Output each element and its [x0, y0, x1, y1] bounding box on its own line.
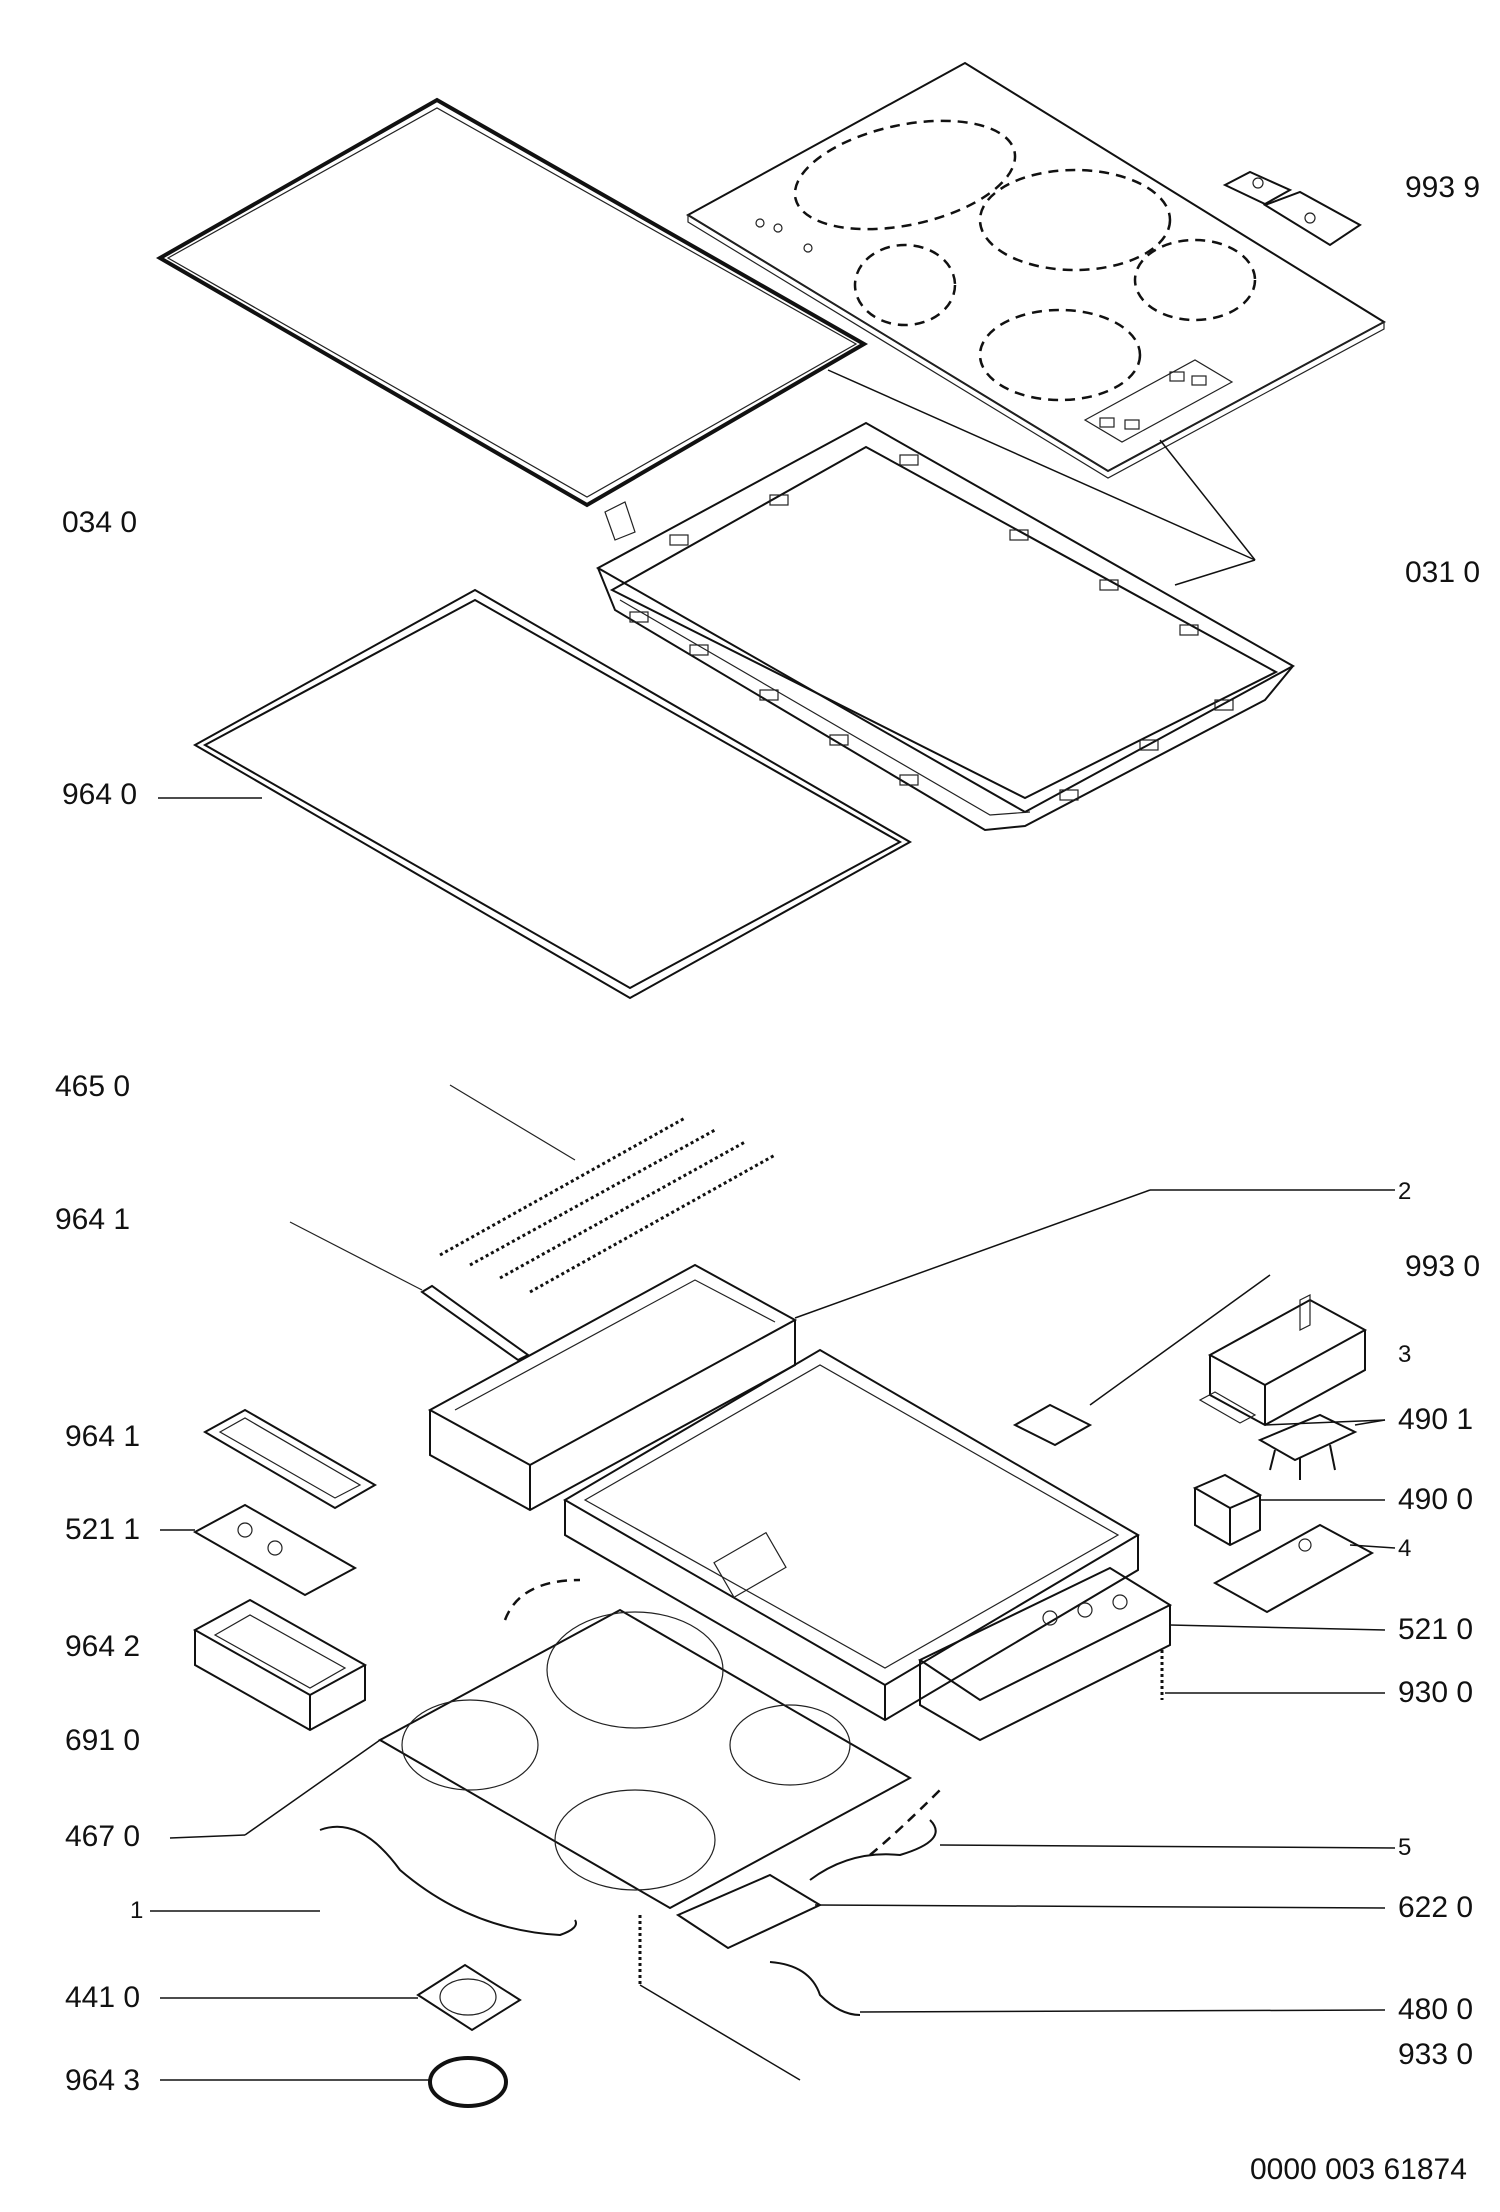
label-4: 4	[1398, 1535, 1412, 1562]
label-964-1-strip: 964 1	[55, 1203, 131, 1236]
label-2: 2	[1398, 1178, 1412, 1205]
label-031-0: 031 0	[1405, 556, 1481, 589]
label-480-0: 480 0	[1398, 1993, 1474, 2026]
drawing-number: 0000 003 61874	[1250, 2153, 1467, 2186]
seal-small-964-1	[202, 1408, 378, 1510]
label-490-1: 490 1	[1398, 1403, 1474, 1436]
frame-031-0	[595, 369, 1296, 832]
housing-964-2	[192, 1598, 368, 1732]
label-993-0: 993 0	[1405, 1250, 1481, 1283]
label-964-2: 964 2	[65, 1630, 141, 1663]
label-5: 5	[1398, 1834, 1412, 1861]
heater-plate-467-0	[169, 1578, 941, 1910]
strip-seal	[289, 1221, 530, 1362]
label-1: 1	[130, 1897, 144, 1924]
plate-4	[1212, 1523, 1396, 1614]
label-3: 3	[1398, 1341, 1412, 1368]
board-622-0	[675, 1873, 1386, 1950]
label-521-0: 521 0	[1398, 1613, 1474, 1646]
cable-1	[150, 1825, 577, 1937]
gasket-034-0	[155, 97, 869, 541]
plate-521-1	[160, 1503, 358, 1597]
label-993-9: 993 9	[1405, 171, 1481, 204]
label-467-0: 467 0	[65, 1820, 141, 1853]
label-930-0: 930 0	[1398, 1676, 1474, 1709]
cable-480-0	[769, 1961, 1386, 2016]
cable-5	[809, 1819, 1396, 1881]
spring-930-0	[1160, 1650, 1385, 1700]
tray-box	[427, 1189, 1151, 1512]
relay-490-0	[1192, 1473, 1385, 1547]
label-964-1-small: 964 1	[65, 1420, 141, 1453]
hinge-part	[1222, 170, 1362, 247]
fan-441-0	[160, 1963, 522, 2032]
label-465-0: 465 0	[55, 1070, 131, 1103]
label-622-0: 622 0	[1398, 1891, 1474, 1924]
bracket-993-0	[1012, 1274, 1271, 1447]
label-691-0: 691 0	[65, 1724, 141, 1757]
label-490-0: 490 0	[1398, 1483, 1474, 1516]
label-964-0: 964 0	[62, 778, 138, 811]
label-521-1: 521 1	[65, 1513, 141, 1546]
base-tray	[563, 1348, 1140, 1722]
label-933-0: 933 0	[1398, 2038, 1474, 2071]
label-441-0: 441 0	[65, 1981, 141, 2014]
housing-3	[1198, 1294, 1368, 1427]
heating-coils-465-0	[439, 1084, 776, 1294]
board-521-0	[917, 1566, 1386, 1742]
ring-964-3	[160, 2056, 508, 2108]
label-964-3: 964 3	[65, 2064, 141, 2097]
glass-cooktop	[686, 61, 1386, 479]
spring-933-0-center	[638, 1915, 801, 2081]
gasket-964-0	[192, 588, 913, 1000]
label-034-0: 034 0	[62, 506, 138, 539]
